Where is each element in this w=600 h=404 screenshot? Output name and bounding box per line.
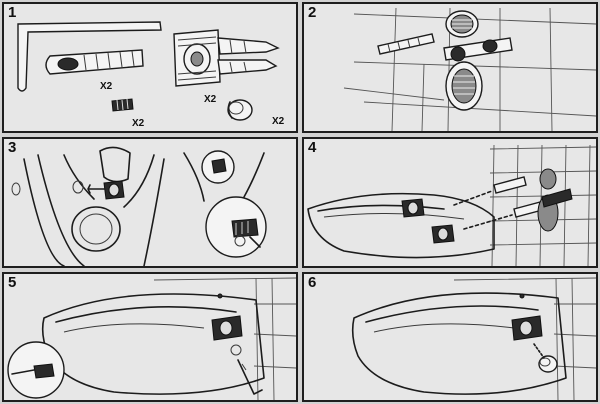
step-number: 4 — [308, 139, 317, 156]
step-number: 3 — [8, 139, 17, 156]
step-number: 1 — [8, 4, 17, 21]
detail-magnifier — [7, 341, 65, 399]
cap-quantity: X2 — [272, 116, 285, 127]
wall-anchor-insertion-illustration — [343, 7, 596, 131]
bracket-icon — [87, 180, 125, 200]
wall-anchor-icon — [173, 29, 280, 87]
bracket-icon — [431, 224, 455, 244]
drain-outlet-lower — [445, 61, 483, 111]
hex-key-icon — [237, 359, 263, 395]
threaded-rod-icon — [377, 33, 435, 55]
anchor-quantity: X2 — [204, 94, 217, 105]
set-screw-icon — [111, 98, 134, 112]
step-6-panel: 6 — [302, 272, 598, 402]
detail-magnifier — [205, 196, 267, 258]
step-1-panel: 1 X2 X2 X2 X2 — [2, 2, 298, 133]
bracket-icon — [211, 315, 243, 356]
cap-fitting-illustration — [351, 277, 596, 400]
hex-key-icon — [17, 21, 162, 92]
bracket-icon — [511, 315, 543, 341]
step-number: 6 — [308, 274, 317, 291]
drain-outlet-upper — [445, 10, 479, 38]
toilet-bowl — [351, 292, 567, 395]
parts-illustration — [17, 21, 280, 121]
toilet-bowl-section — [11, 146, 165, 266]
detail-source — [183, 150, 265, 202]
cover-cap-icon — [227, 99, 253, 121]
step-4-panel: 4 — [302, 137, 598, 268]
direction-arrow — [453, 190, 513, 230]
bracket-icon — [401, 198, 425, 218]
toilet-positioning-illustration — [307, 144, 596, 266]
drain-outlet — [537, 168, 573, 232]
cover-cap-icon — [533, 343, 558, 373]
threaded-bolt-icon — [45, 49, 144, 75]
step-number: 5 — [8, 274, 17, 291]
bolt-quantity: X2 — [100, 81, 113, 92]
tightening-illustration — [7, 277, 296, 400]
step-2-panel: 2 — [302, 2, 598, 133]
step-5-panel: 5 — [2, 272, 298, 402]
step-number: 2 — [308, 4, 317, 21]
set-screw-quantity: X2 — [132, 118, 145, 129]
tiled-wall — [453, 277, 596, 400]
toilet-bowl — [41, 293, 265, 395]
anchor-in-wall-icon — [443, 37, 513, 62]
bracket-mounting-illustration — [11, 146, 267, 266]
toilet-bowl — [307, 192, 495, 259]
step-3-panel: 3 — [2, 137, 298, 268]
